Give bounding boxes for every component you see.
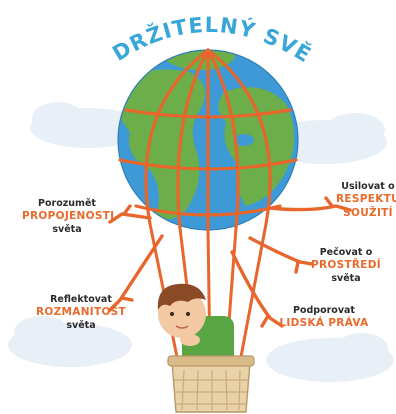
label-prostredi-highlight: PROSTŘEDÍ — [310, 259, 381, 272]
title: UDRŽITELNÝ SVĚT — [0, 0, 316, 68]
label-prava-pre: Podporovat — [293, 305, 355, 316]
label-propojenosti: Porozumět PROPOJENOSTI světa — [22, 198, 115, 236]
label-rozmanitost-post: světa — [66, 319, 96, 331]
label-rozmanitost-pre: Reflektovat — [50, 294, 112, 305]
balloon-net — [118, 48, 298, 232]
label-propojenosti-highlight: PROPOJENOSTI — [22, 210, 115, 223]
title-text: UDRŽITELNÝ SVĚT — [0, 0, 315, 68]
label-rozmanitost: Reflektovat ROZMANITOST světa — [36, 294, 126, 332]
label-respektu-highlight2: SOUŽITÍ — [343, 206, 393, 219]
label-respektu-highlight1: RESPEKTU — [336, 193, 396, 206]
label-prostredi: Pečovat o PROSTŘEDÍ světa — [304, 247, 388, 285]
label-rozmanitost-highlight: ROZMANITOST — [36, 306, 127, 319]
label-respektu: Usilovat o RESPEKTU SOUŽITÍ — [330, 181, 396, 220]
label-prostredi-pre: Pečovat o — [319, 247, 373, 258]
basket — [167, 355, 255, 413]
label-prava-highlight: LIDSKÁ PRÁVA — [279, 317, 369, 330]
label-prava: Podporovat LIDSKÁ PRÁVA — [276, 305, 372, 331]
hair — [157, 283, 206, 310]
label-propojenosti-post: světa — [52, 223, 82, 235]
label-prostredi-post: světa — [331, 272, 361, 284]
label-ribbons — [108, 196, 352, 328]
label-respektu-pre: Usilovat o — [341, 181, 395, 192]
continent-americas — [118, 69, 206, 220]
label-propojenosti-pre: Porozumět — [38, 198, 96, 209]
boy — [157, 283, 234, 368]
